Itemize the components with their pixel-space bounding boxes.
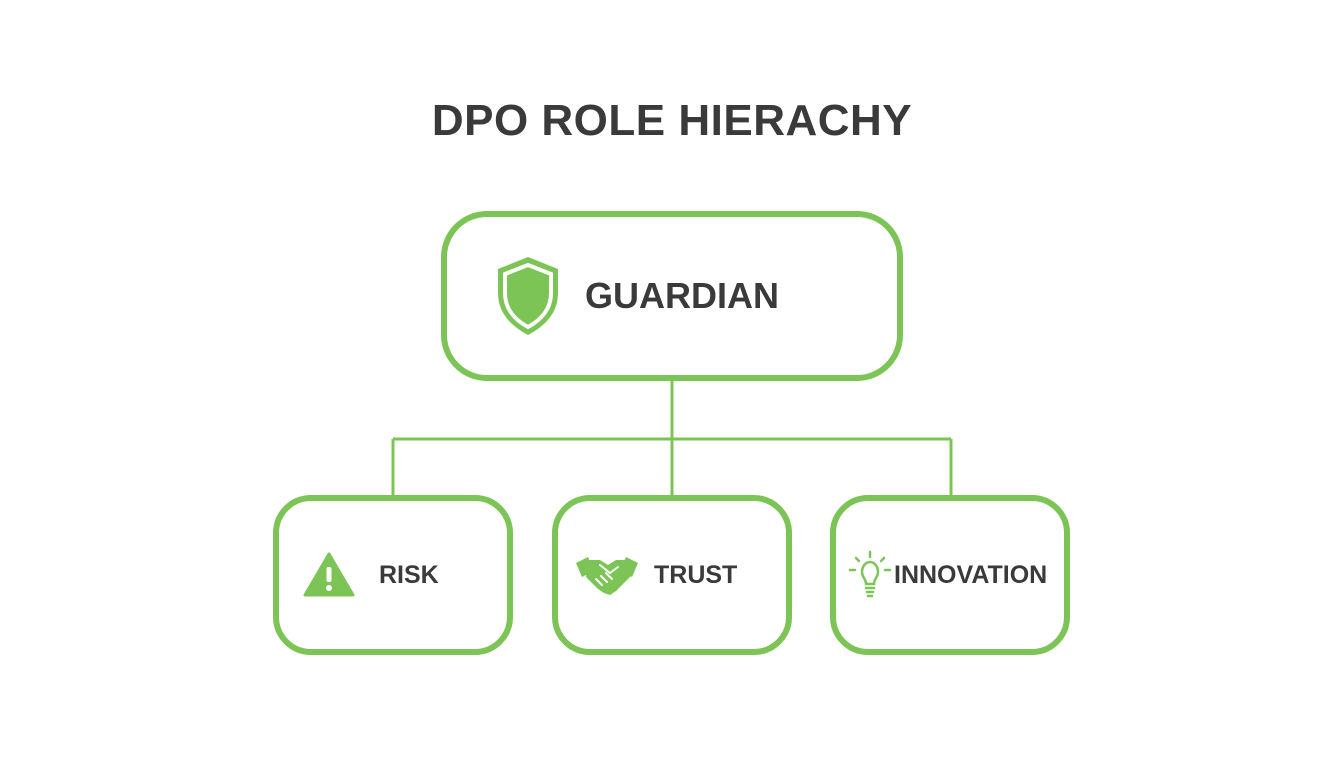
node-risk-label: RISK [379,560,439,589]
node-risk: RISK [273,495,513,655]
shield-icon [495,255,561,337]
node-trust-label: TRUST [654,560,738,589]
warning-icon [303,552,355,598]
lightbulb-icon [848,550,892,600]
node-innovation-label: INNOVATION [894,560,1048,589]
node-guardian-label: GUARDIAN [585,275,779,316]
node-guardian: GUARDIAN [441,211,903,381]
handshake-icon [574,551,640,599]
diagram-title: DPO ROLE HIERACHY [431,96,913,145]
node-trust: TRUST [552,495,792,655]
node-innovation: INNOVATION [830,495,1070,655]
